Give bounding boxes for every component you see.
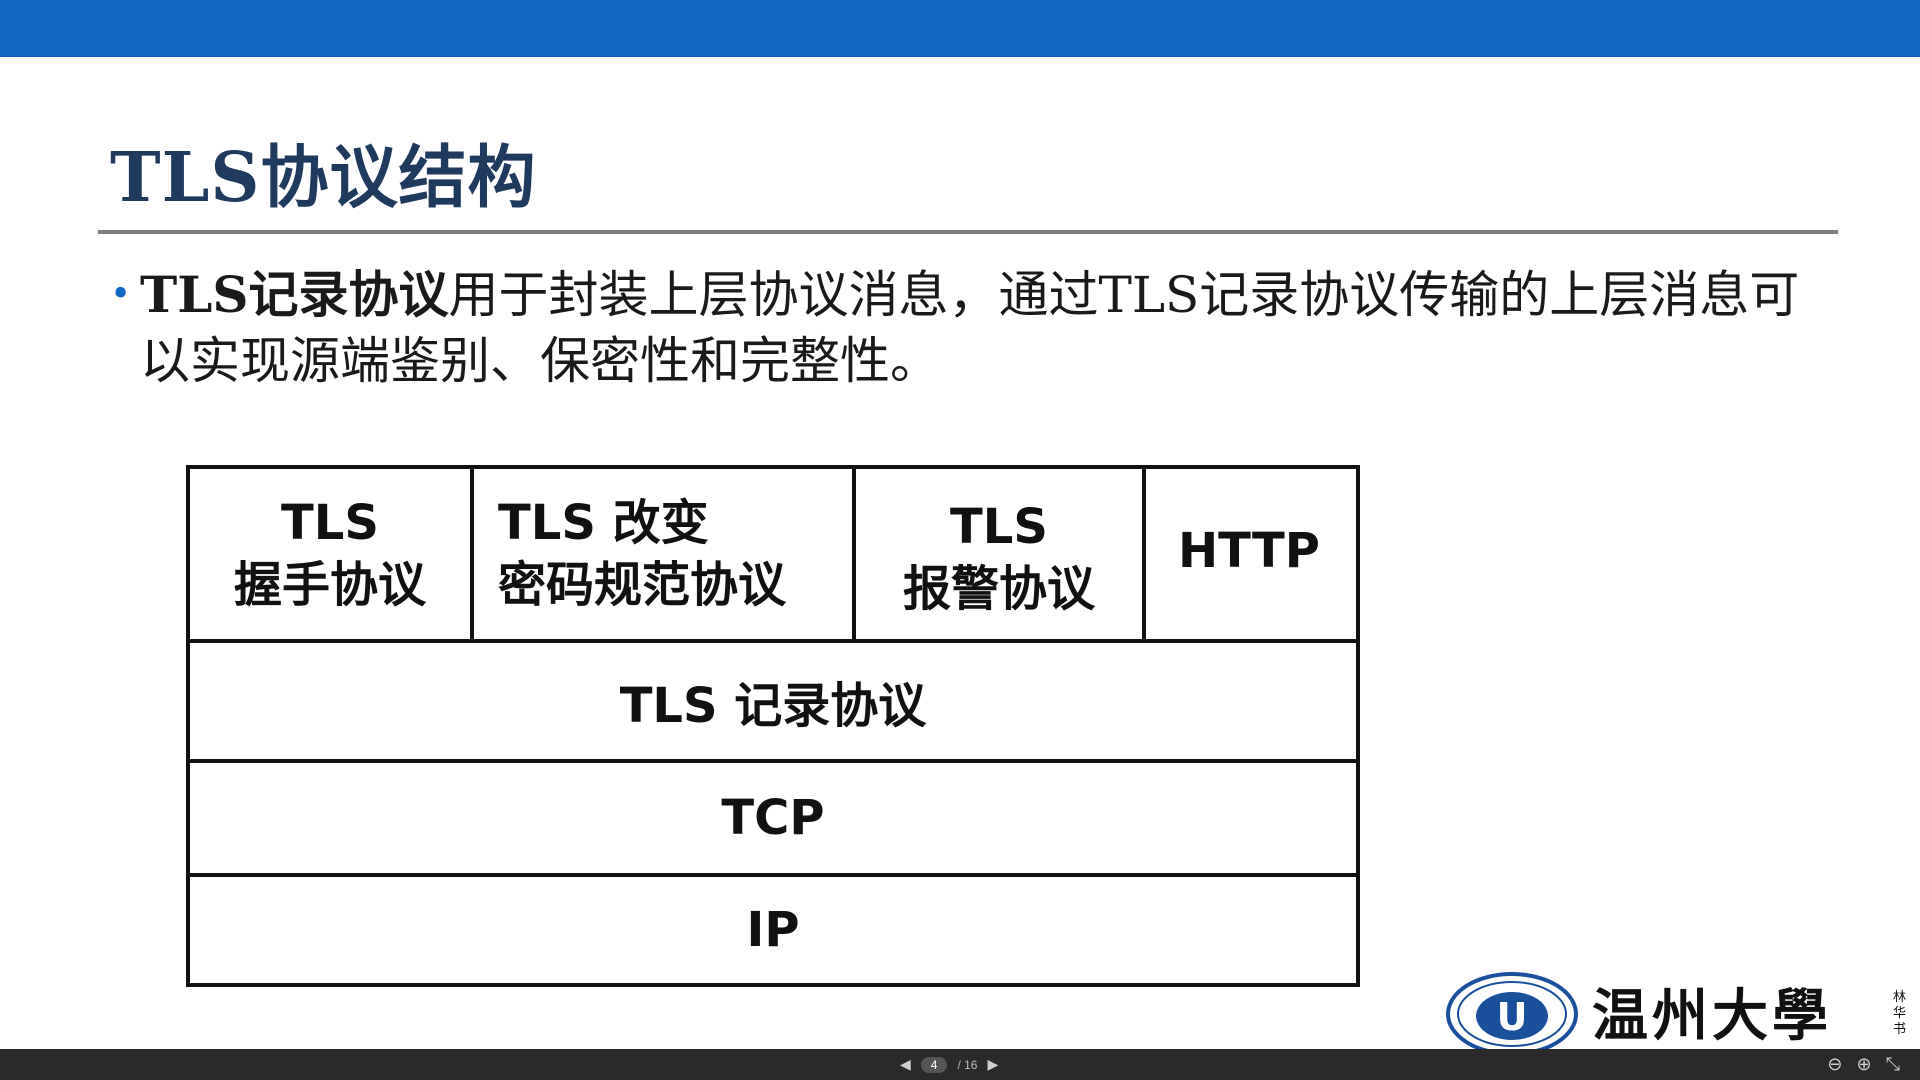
title-divider (98, 230, 1838, 234)
bullet-paragraph: • TLS记录协议用于封装上层协议消息，通过TLS记录协议传输的上层消息可以实现… (110, 262, 1820, 394)
change-cipher-spec-cell: TLS 改变 密码规范协议 (474, 469, 856, 639)
cell-line: TLS (281, 495, 379, 551)
zoom-in-icon[interactable]: ⊕ (1856, 1053, 1872, 1075)
cell-line: 握手协议 (233, 557, 426, 613)
bullet-bold-term: TLS记录协议 (140, 265, 449, 324)
previous-page-icon[interactable]: ◀ (900, 1056, 911, 1073)
viewer-tools: ⊖ ⊕ ⤡ (1827, 1049, 1900, 1080)
exit-fullscreen-icon[interactable]: ⤡ (1885, 1053, 1900, 1075)
cell-line: 报警协议 (902, 561, 1095, 617)
cell-line: TLS 改变 (498, 495, 709, 551)
handshake-protocol-cell: TLS 握手协议 (190, 469, 474, 639)
university-name: 温州大學 (1592, 982, 1832, 1049)
record-protocol-row: TLS 记录协议 (190, 643, 1356, 763)
page-total: / 16 (957, 1057, 978, 1072)
cell-line: TLS (950, 499, 1048, 555)
next-page-icon[interactable]: ▶ (987, 1056, 999, 1073)
cell-line: 密码规范协议 (498, 557, 787, 613)
tcp-row: TCP (190, 763, 1356, 877)
http-cell: HTTP (1146, 469, 1356, 639)
university-emblem-icon: U (1446, 972, 1578, 1050)
zoom-out-icon[interactable]: ⊖ (1827, 1053, 1843, 1075)
alert-protocol-cell: TLS 报警协议 (856, 469, 1146, 639)
ip-row: IP (746, 902, 800, 958)
protocol-stack-diagram: TLS 握手协议 TLS 改变 密码规范协议 TLS 报警协议 HTTP TLS… (186, 465, 1360, 987)
slide-title: TLS协议结构 (110, 138, 537, 218)
university-logo: U 温州大學 (1446, 972, 1832, 1050)
page-navigation: ◀ 4 / 16 ▶ (900, 1049, 998, 1080)
logo-badge-letter: U (1497, 995, 1528, 1039)
bullet-dot-icon: • (110, 274, 132, 315)
cell-line: HTTP (1178, 523, 1320, 579)
viewer-toolbar: ◀ 4 / 16 ▶ ⊖ ⊕ ⤡ (0, 1049, 1920, 1080)
header-band (0, 0, 1920, 57)
upper-protocols-row: TLS 握手协议 TLS 改变 密码规范协议 TLS 报警协议 HTTP (190, 469, 1356, 643)
current-page-indicator[interactable]: 4 (920, 1056, 948, 1073)
bullet-text: 用于封装上层协议消息，通过TLS记录协议传输的上层消息可以实现源端鉴别、保密性和… (140, 266, 1800, 390)
logo-calligraphy: 林华书 (1893, 990, 1907, 1037)
